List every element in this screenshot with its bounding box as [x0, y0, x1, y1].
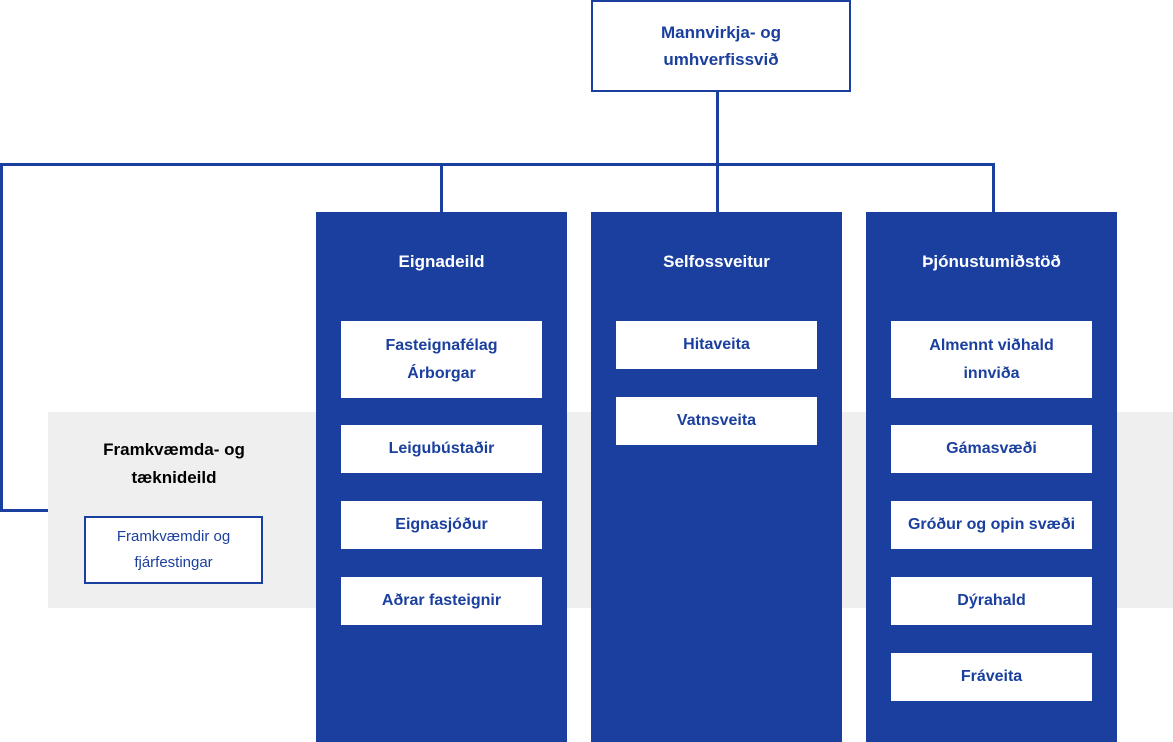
top-node: Mannvirkja- og umhverfissvið — [591, 0, 851, 92]
unit-box: Fasteignafélag Árborgar — [341, 321, 542, 398]
unit-box: Almennt viðhald innviða — [891, 321, 1092, 398]
column-title: Þjónustumiðstöð — [922, 252, 1061, 271]
unit-box: Eignasjóður — [341, 501, 542, 549]
unit-box: Dýrahald — [891, 577, 1092, 625]
unit-box: Aðrar fasteignir — [341, 577, 542, 625]
connector-thjonustumidstod — [992, 163, 995, 212]
column-title: Eignadeild — [398, 252, 485, 271]
column-selfossveitur: Selfossveitur Hitaveita Vatnsveita — [591, 212, 842, 742]
connector-left-vertical — [0, 163, 3, 512]
unit-box: Gróður og opin svæði — [891, 501, 1092, 549]
connector-horizontal — [0, 163, 995, 166]
connector-eignadeild — [440, 163, 443, 212]
connector-top-vertical — [716, 92, 719, 212]
column-thjonustumidstod: Þjónustumiðstöð Almennt viðhald innviða … — [866, 212, 1117, 742]
side-subunit-label: Framkvæmdir og fjárfestingar — [116, 528, 231, 571]
unit-box: Hitaveita — [616, 321, 817, 369]
unit-box: Vatnsveita — [616, 397, 817, 445]
top-node-title: Mannvirkja- og umhverfissvið — [661, 23, 781, 69]
connector-left-bottom — [0, 509, 48, 512]
column-title: Selfossveitur — [663, 252, 770, 271]
side-subunit-box: Framkvæmdir og fjárfestingar — [84, 516, 263, 584]
column-eignadeild: Eignadeild Fasteignafélag Árborgar Leigu… — [316, 212, 567, 742]
unit-box: Fráveita — [891, 653, 1092, 701]
unit-box: Leigubústaðir — [341, 425, 542, 473]
side-department-title: Framkvæmda- og tæknideild — [103, 440, 245, 487]
unit-box: Gámasvæði — [891, 425, 1092, 473]
